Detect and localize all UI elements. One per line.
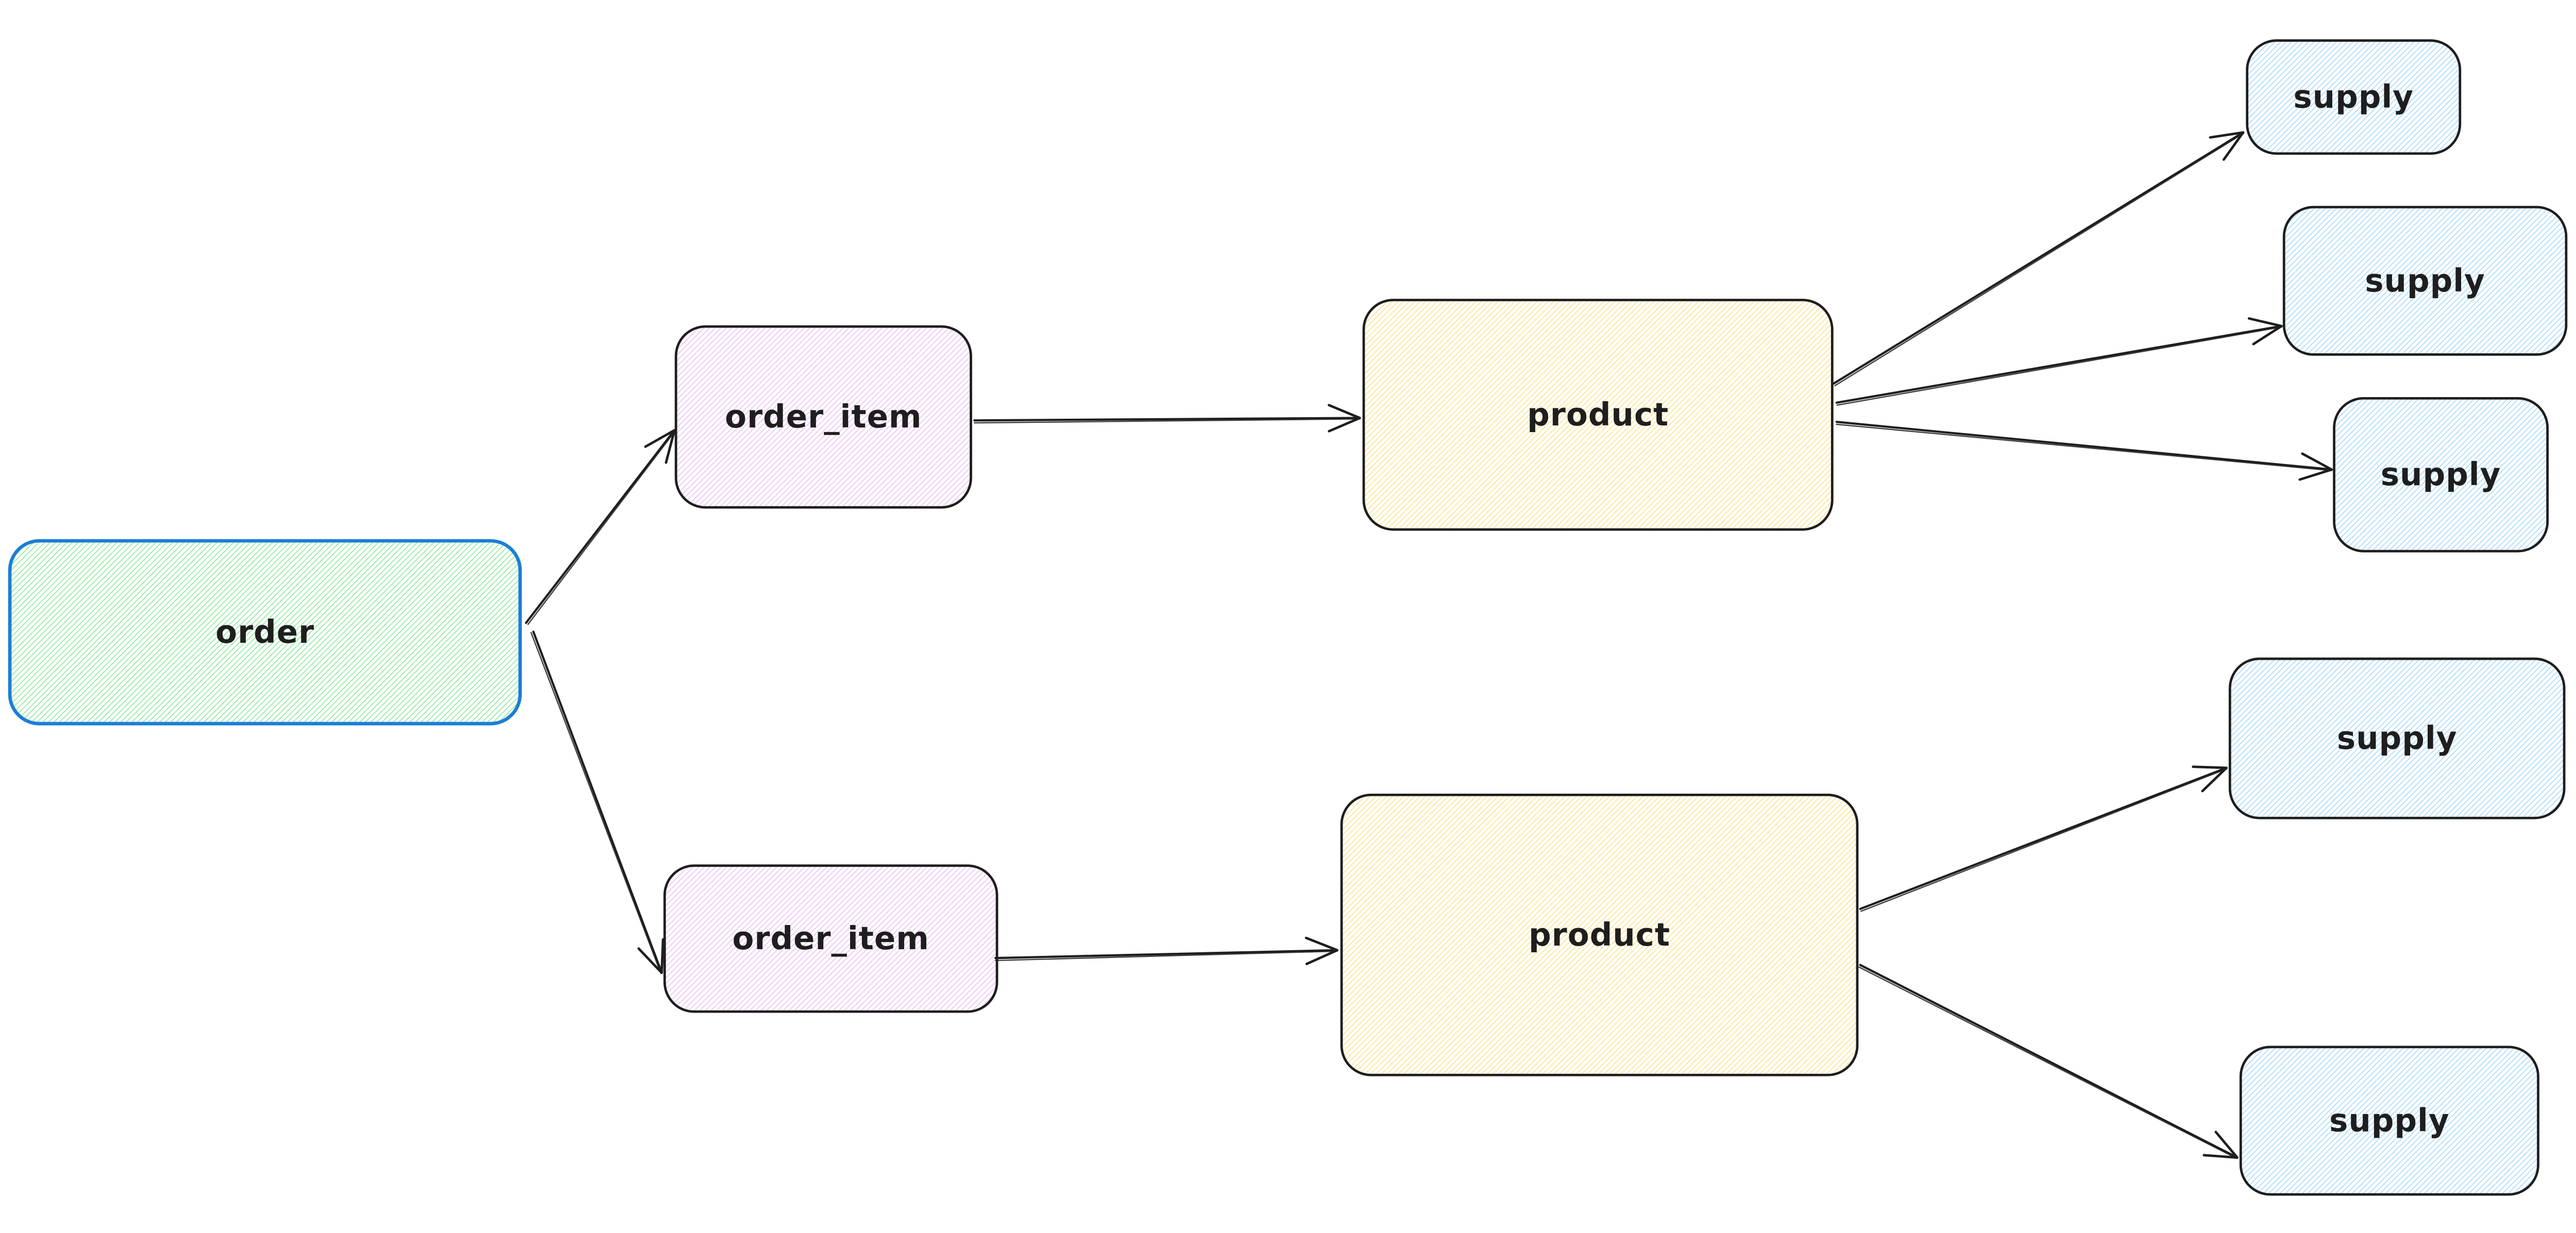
node-product-2[interactable]: product	[1340, 793, 1859, 1076]
arrow-shaft	[1835, 324, 2283, 404]
arrowhead-icon	[2209, 131, 2245, 161]
arrow-order-item-2-to-product-2[interactable]	[994, 936, 1338, 965]
node-order[interactable]: order	[8, 539, 522, 726]
node-shape-order-item-1[interactable]	[674, 325, 972, 509]
node-shape-supply-3[interactable]	[2333, 397, 2549, 553]
node-supply-5[interactable]: supply	[2239, 1046, 2539, 1196]
arrow-product-2-to-supply-5[interactable]	[1858, 964, 2239, 1159]
arrow-shaft	[1859, 964, 2239, 1159]
arrow-shaft-sketch	[1860, 768, 2228, 912]
node-shape-order-item-2[interactable]	[663, 864, 998, 1013]
arrow-shaft	[1859, 766, 2228, 910]
node-label-supply-4: supply	[2337, 720, 2458, 757]
node-shape-supply-5[interactable]	[2239, 1046, 2539, 1196]
arrowhead-icon	[637, 938, 665, 974]
arrow-shaft	[532, 630, 663, 974]
arrowhead-icon	[2247, 317, 2283, 346]
node-shape-supply-2[interactable]	[2282, 206, 2568, 356]
arrowhead-icon	[2192, 765, 2228, 793]
arrowhead-icon	[644, 429, 676, 464]
arrowhead-icon	[1328, 404, 1361, 433]
node-shape-supply-1[interactable]	[2246, 39, 2462, 155]
node-shape-product-1[interactable]	[1362, 299, 1834, 531]
arrow-order-to-order-item-2[interactable]	[530, 630, 665, 974]
arrow-shaft	[994, 949, 1338, 960]
arrow-shaft-sketch	[995, 950, 1338, 962]
arrowhead-icon	[2202, 1131, 2239, 1159]
node-label-supply-1: supply	[2293, 79, 2414, 115]
arrow-shaft-sketch	[1858, 966, 2238, 1159]
node-shape-product-2[interactable]	[1340, 793, 1859, 1076]
arrow-shaft-sketch	[527, 430, 676, 625]
node-shape-order[interactable]	[8, 539, 522, 726]
arrowhead-icon	[2298, 452, 2333, 481]
node-label-product-1: product	[1527, 397, 1669, 433]
node-label-order-item-1: order_item	[725, 399, 922, 435]
arrow-shaft	[1835, 420, 2333, 471]
node-label-supply-2: supply	[2365, 263, 2485, 299]
arrow-product-1-to-supply-1[interactable]	[1833, 131, 2245, 387]
node-label-product-2: product	[1529, 917, 1670, 953]
node-supply-2[interactable]: supply	[2282, 206, 2568, 356]
node-supply-4[interactable]: supply	[2228, 657, 2566, 819]
node-label-order: order	[215, 614, 314, 650]
node-order-item-2[interactable]: order_item	[663, 864, 998, 1013]
node-label-supply-5: supply	[2329, 1103, 2450, 1139]
arrow-shaft-sketch	[974, 418, 1361, 424]
node-label-order-item-2: order_item	[732, 920, 929, 957]
arrow-shaft-sketch	[1836, 423, 2332, 471]
node-supply-1[interactable]: supply	[2246, 39, 2462, 155]
arrow-shaft	[1833, 131, 2245, 385]
arrow-product-2-to-supply-4[interactable]	[1859, 765, 2228, 912]
nodes-layer: orderorder_itemorder_itemproductproducts…	[8, 39, 2568, 1196]
node-label-supply-3: supply	[2381, 456, 2501, 493]
arrow-shaft	[973, 417, 1361, 422]
node-product-1[interactable]: product	[1362, 299, 1834, 531]
node-shape-supply-4[interactable]	[2228, 657, 2566, 819]
node-supply-3[interactable]: supply	[2333, 397, 2549, 553]
edges-layer	[524, 131, 2333, 1159]
arrow-shaft	[524, 429, 676, 624]
arrowhead-icon	[1304, 936, 1338, 965]
arrow-shaft-sketch	[530, 632, 662, 974]
arrow-order-item-1-to-product-1[interactable]	[973, 404, 1361, 433]
node-order-item-1[interactable]: order_item	[674, 325, 972, 509]
arrow-order-to-order-item-1[interactable]	[524, 429, 676, 625]
arrow-shaft-sketch	[1834, 132, 2245, 387]
arrow-shaft-sketch	[1836, 326, 2282, 406]
arrow-product-1-to-supply-2[interactable]	[1835, 317, 2283, 406]
arrow-product-1-to-supply-3[interactable]	[1835, 420, 2333, 481]
